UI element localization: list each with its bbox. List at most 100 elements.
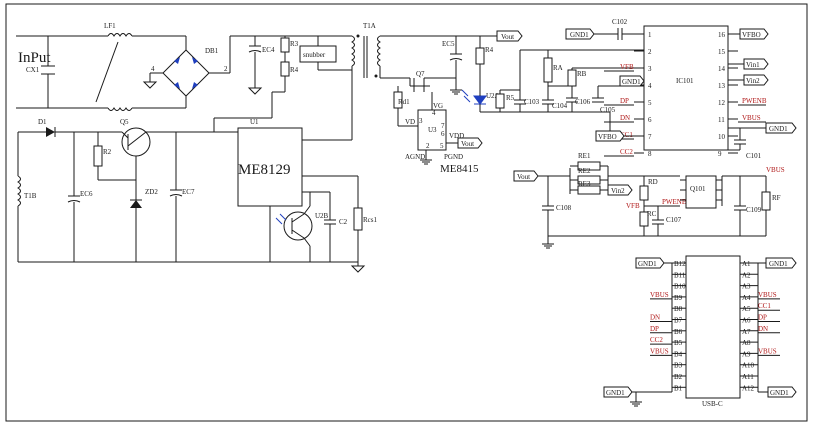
usb-left-pin: B3 — [674, 362, 683, 370]
bulk-cap-and-startup: EC4 R3 R4 snubber — [229, 35, 352, 118]
rcs1-label: Rcs1 — [363, 216, 378, 224]
feedback-network: R4 U2A R5 C103 RA C104 RB C106 — [461, 36, 644, 135]
agnd-label: AGND — [405, 153, 425, 161]
usb-right-pin: A6 — [742, 317, 751, 325]
usb-left-pin: B4 — [674, 350, 683, 358]
ic101-left-pin-num: 4 — [648, 82, 652, 90]
controller-u1: U1 ME8129 — [237, 118, 358, 262]
ic101-left-pin-net: DP — [620, 97, 629, 105]
ic101-left-pin-num: 6 — [648, 116, 652, 124]
usb-left-net: VBUS — [650, 291, 669, 299]
usb-right-net: DN — [758, 325, 768, 333]
usb-right-pin: A8 — [742, 339, 751, 347]
sheet-border — [5, 3, 808, 422]
ic101-right-pin-net: PWENB — [742, 97, 767, 105]
u3-pin-5: 5 — [440, 142, 444, 150]
ic101-left-pin-net: CC1 — [620, 131, 633, 139]
usb-right-net: DP — [758, 314, 767, 322]
gnd1-usb-br-text: GND1 — [770, 389, 789, 397]
usb-pins: B12B11B10B9VBUSB8B7DNB6DPB5CC2B4VBUSB3B2… — [650, 260, 780, 392]
ic101-right-pin-num: 13 — [718, 82, 726, 90]
usb-right-pin: A12 — [742, 384, 755, 392]
u1-label: U1 — [250, 118, 259, 126]
c102-label: C102 — [612, 18, 628, 26]
vfbo-ic-text: VFBO — [598, 133, 617, 141]
usbc-label: USB-C — [702, 400, 723, 408]
q101-label: Q101 — [690, 185, 706, 193]
usb-left-pin: B9 — [674, 294, 683, 302]
pgnd-label: PGND — [444, 153, 463, 161]
ic101-left-pin-num: 1 — [648, 31, 652, 39]
db1-pin2: 2 — [224, 65, 228, 73]
gnd1-ic-tag: GND1 — [619, 75, 645, 87]
usb-right-net: CC1 — [758, 302, 771, 310]
usb-left-pin: B11 — [674, 271, 686, 279]
zd2-label: ZD2 — [145, 188, 158, 196]
ic101-body — [643, 25, 729, 151]
ec4-label: EC4 — [262, 46, 275, 54]
usb-right-pin: A5 — [742, 305, 751, 313]
vg-label: VG — [433, 102, 443, 110]
usb-right-pin: A4 — [742, 294, 751, 302]
usb-left-pin: B5 — [674, 339, 683, 347]
usb-right-pin: A2 — [742, 271, 751, 279]
q7-label: Q7 — [416, 70, 425, 78]
r4-right-label: R4 — [485, 46, 494, 54]
usb-right-pin: A1 — [742, 260, 751, 268]
rc-label: RC — [647, 210, 657, 218]
vout-u3-tag: Vout — [457, 137, 483, 149]
ic101-label: IC101 — [676, 77, 694, 85]
usb-left-pin: B1 — [674, 384, 683, 392]
vin1-tag: Vin1 — [743, 58, 769, 70]
me8415-label: ME8415 — [440, 163, 479, 175]
t1b-label: T1B — [24, 192, 37, 200]
ic101-right-pin-num: 16 — [718, 31, 726, 39]
ic101-right-pin-net: VBUS — [742, 114, 761, 122]
c108-label: C108 — [556, 204, 572, 212]
usb-right-pin: A7 — [742, 328, 751, 336]
u3-chip — [417, 109, 447, 151]
transformer-t1a: T1A — [270, 22, 497, 141]
vout-top-text: Vout — [501, 33, 514, 41]
vfbo-ic-tag: VFBO — [595, 130, 625, 142]
snubber-label: snubber — [303, 51, 326, 59]
vfbo-right-text: VFBO — [742, 31, 761, 39]
sync-rectifier: Q7 Rd1 U3 VG VD VDD AGND PGND 4 3 2 5 6 … — [393, 36, 479, 175]
ec5-label: EC5 — [442, 40, 455, 48]
vout-mid-text: Vout — [517, 173, 530, 181]
usb-left-pin: B10 — [674, 283, 686, 291]
pwenb-mid-label: PWENB — [662, 198, 687, 206]
r3-label: R3 — [290, 40, 299, 48]
c103-label: C103 — [524, 98, 540, 106]
usb-left-pin: B6 — [674, 328, 683, 336]
usb-c-connector: USB-C B12B11B10B9VBUSB8B7DNB6DPB5CC2B4VB… — [603, 255, 797, 408]
t1a-label: T1A — [363, 22, 376, 30]
ic101-right-pin-num: 9 — [718, 150, 722, 158]
usb-right-pin: A11 — [742, 373, 754, 381]
re2-label: RE2 — [578, 167, 591, 175]
usb-left-net: DP — [650, 325, 659, 333]
ec6-label: EC6 — [80, 190, 93, 198]
usb-right-net: VBUS — [758, 291, 777, 299]
c102-area: GND1 C102 — [565, 18, 644, 40]
rd1-label: Rd1 — [398, 98, 410, 106]
u3-pin-2: 2 — [426, 142, 430, 150]
db1-pin4: 4 — [151, 65, 155, 73]
u3-pin-7: 7 — [441, 122, 445, 130]
ic101-left-pin-num: 5 — [648, 99, 652, 107]
ic101-left-pin-net: DN — [620, 114, 630, 122]
cx1-label: CX1 — [26, 66, 40, 74]
ic101-left-pin-num: 3 — [648, 65, 652, 73]
rd-label: RD — [648, 178, 658, 186]
me8129-label: ME8129 — [238, 162, 291, 178]
ic101-left-pin-num: 2 — [648, 48, 652, 56]
usb-left-net: CC2 — [650, 336, 663, 344]
ic101-right-pin-num: 10 — [718, 133, 726, 141]
gnd1-usb-tr-text: GND1 — [769, 260, 788, 268]
c107-label: C107 — [666, 216, 682, 224]
usb-left-pin: B8 — [674, 305, 683, 313]
r2-label: R2 — [103, 148, 112, 156]
vdd-label: VDD — [449, 132, 464, 140]
